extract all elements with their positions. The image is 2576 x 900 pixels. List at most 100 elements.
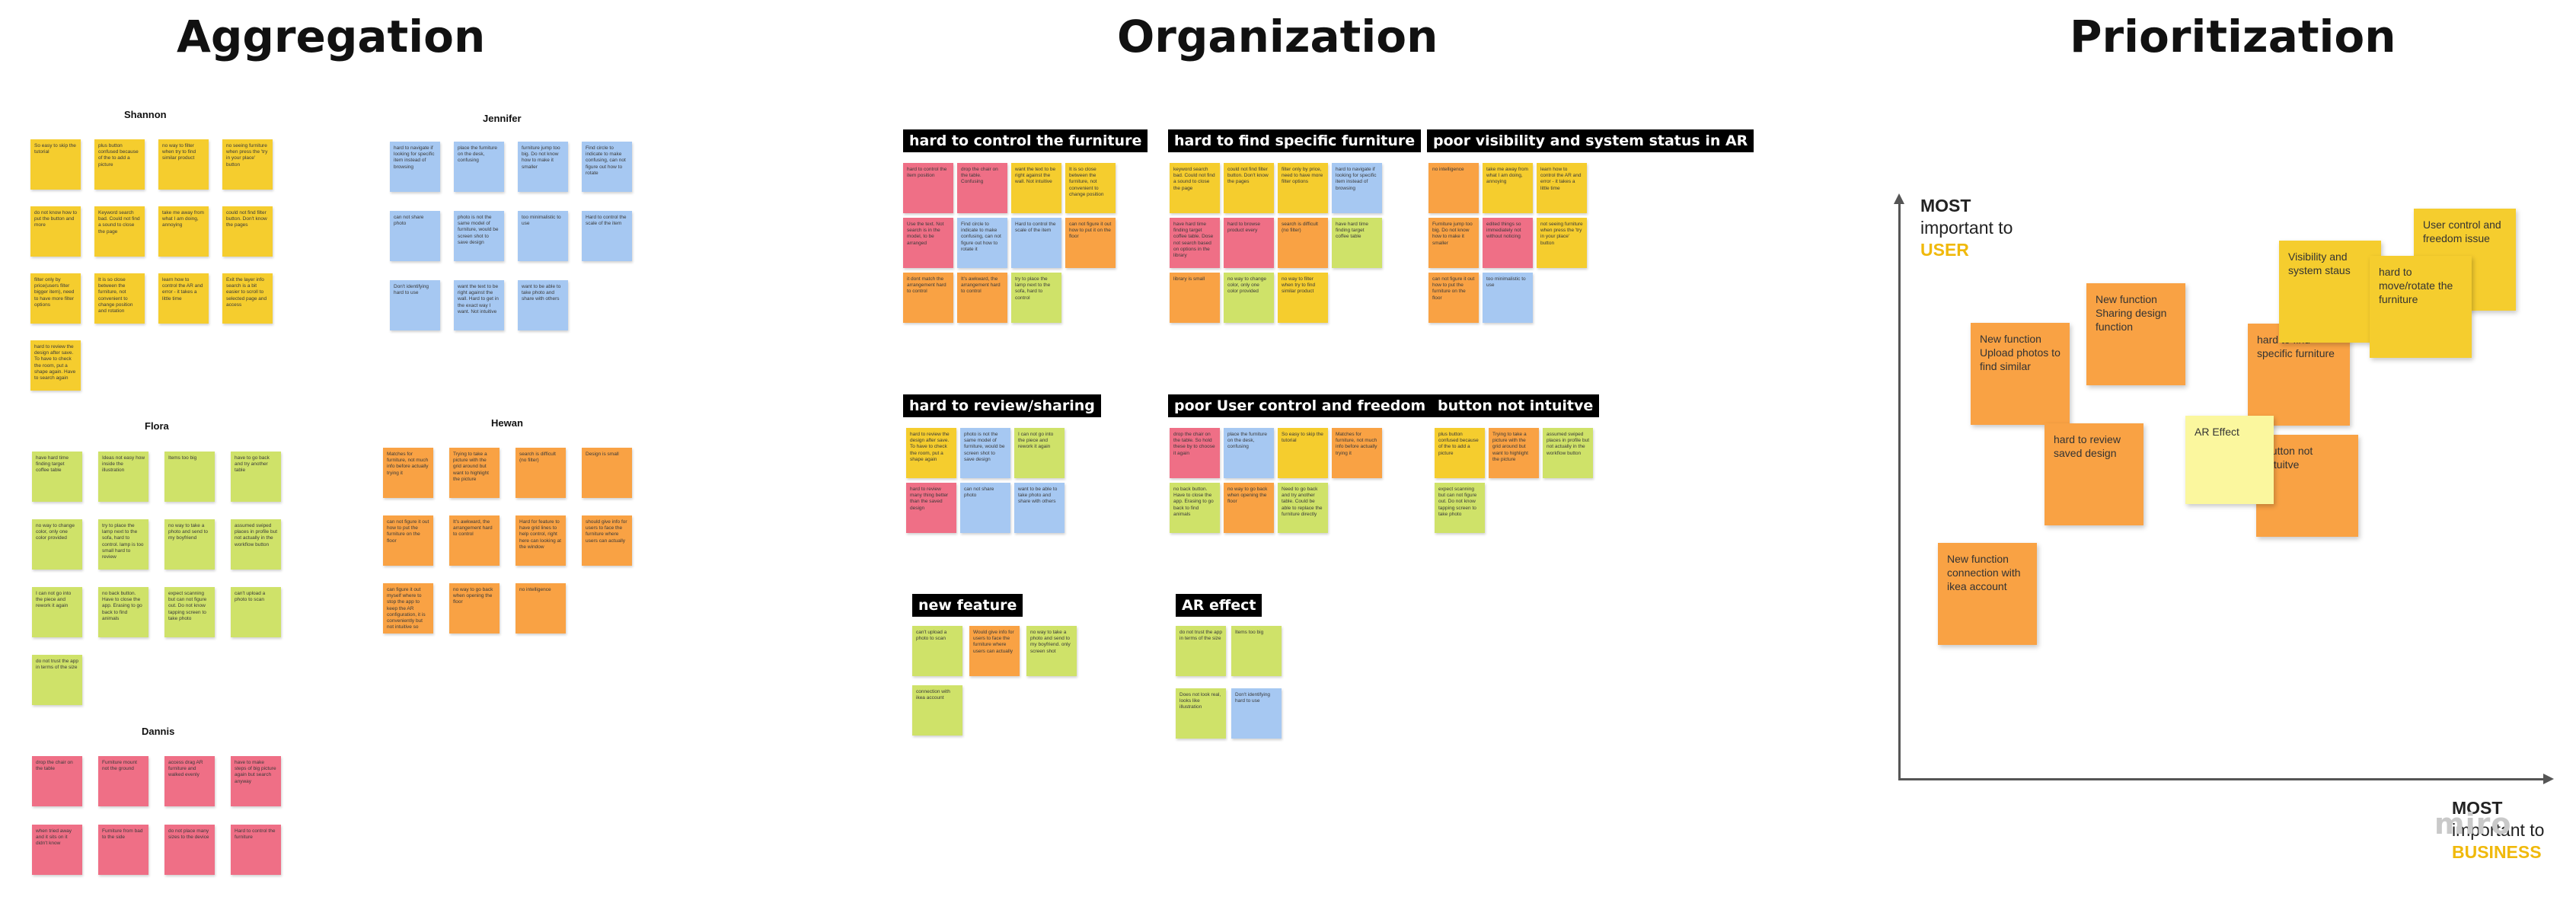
sticky-note-dannis[interactable]: Hard to control the furniture — [231, 825, 281, 875]
sticky-note-jennifer[interactable]: furniture jump too big. Do not know how … — [518, 142, 568, 192]
sticky-note-jennifer[interactable]: Don't identifying hard to use — [390, 280, 440, 330]
sticky-note-shannon[interactable]: hard to review the design after save. To… — [30, 340, 81, 391]
category-note-poor-user-control-and-freedom[interactable]: Need to go back and try another table. C… — [1278, 483, 1328, 533]
category-note-poor-visibility-and-system-status-in-ar[interactable]: take me away from what I am doing, annoy… — [1483, 163, 1533, 213]
sticky-note-dannis[interactable]: access drag AR furniture and walked even… — [164, 756, 215, 806]
category-note-poor-user-control-and-freedom[interactable]: no way to go back when opening the floor — [1224, 483, 1274, 533]
category-note-poor-visibility-and-system-status-in-ar[interactable]: not seeing furniture when press the 'try… — [1537, 218, 1587, 268]
sticky-note-shannon[interactable]: filter only by price(users filter bigger… — [30, 273, 81, 324]
category-note-hard-to-control-the-furniture[interactable]: want the text to be right against the wa… — [1011, 163, 1061, 213]
category-note-button-not-intuitve[interactable]: assumed swiped places in profile but not… — [1543, 428, 1593, 478]
sticky-note-dannis[interactable]: do not place many sizes to the device — [164, 825, 215, 875]
category-note-poor-visibility-and-system-status-in-ar[interactable]: can not figure it out how to put the fur… — [1428, 273, 1479, 323]
category-note-poor-visibility-and-system-status-in-ar[interactable]: no intelligence — [1428, 163, 1479, 213]
category-note-hard-to-review-sharing[interactable]: want to be able to take photo and share … — [1014, 483, 1065, 533]
category-note-poor-user-control-and-freedom[interactable]: So easy to skip the tutorial — [1278, 428, 1328, 478]
sticky-note-shannon[interactable]: do not know how to put the button and mo… — [30, 206, 81, 257]
sticky-note-jennifer[interactable]: place the furniture on the desk, confusi… — [454, 142, 504, 192]
sticky-note-dannis[interactable]: Furniture from bad to the side — [98, 825, 148, 875]
category-note-ar-effect[interactable]: Don't identifying hard to use — [1231, 688, 1282, 739]
category-note-hard-to-find-specific-furniture[interactable]: search is difficult (no filter) — [1278, 218, 1328, 268]
sticky-note-flora[interactable]: no way to take a photo and send to my bo… — [164, 519, 215, 570]
category-note-new-feature[interactable]: can't upload a photo to scan — [912, 626, 962, 676]
category-note-hard-to-control-the-furniture[interactable]: it dont match the arrangement hard to co… — [903, 273, 953, 323]
category-note-hard-to-control-the-furniture[interactable]: try to place the lamp next to the sofa, … — [1011, 273, 1061, 323]
sticky-note-flora[interactable]: do not trust the app in terms of the siz… — [32, 655, 82, 705]
sticky-note-shannon[interactable]: It is so close between the furniture, no… — [94, 273, 145, 324]
sticky-note-hewan[interactable]: It's awkward, the arrangement hard to co… — [449, 515, 500, 566]
category-note-hard-to-control-the-furniture[interactable]: Use the text. Not search is in the model… — [903, 218, 953, 268]
sticky-note-flora[interactable]: have hard time finding target coffee tab… — [32, 452, 82, 502]
category-note-hard-to-control-the-furniture[interactable]: Find circle to indicate to make confusin… — [957, 218, 1007, 268]
sticky-note-jennifer[interactable]: photo is not the same model of furniture… — [454, 211, 504, 261]
category-note-hard-to-find-specific-furniture[interactable]: could not find filter button. Don't know… — [1224, 163, 1274, 213]
sticky-note-shannon[interactable]: Exit the layer info search is a bit easi… — [222, 273, 273, 324]
sticky-note-dannis[interactable]: drop the chair on the table — [32, 756, 82, 806]
category-note-hard-to-control-the-furniture[interactable]: can not figure it out how to put it on t… — [1065, 218, 1116, 268]
category-note-button-not-intuitve[interactable]: expect scanning but can not figure out. … — [1435, 483, 1485, 533]
category-note-hard-to-control-the-furniture[interactable]: It's awkward, the arrangement hard to co… — [957, 273, 1007, 323]
category-note-button-not-intuitve[interactable]: plus button confused because of the to a… — [1435, 428, 1485, 478]
sticky-note-flora[interactable]: try to place the lamp next to the sofa, … — [98, 519, 148, 570]
category-note-hard-to-find-specific-furniture[interactable]: have hard time finding target coffee tab… — [1170, 218, 1220, 268]
sticky-note-shannon[interactable]: plus button confused because of the to a… — [94, 139, 145, 190]
sticky-note-jennifer[interactable]: too minimalistic to use — [518, 211, 568, 261]
sticky-note-hewan[interactable]: search is difficult (no filter) — [516, 448, 566, 498]
category-note-poor-visibility-and-system-status-in-ar[interactable]: learn how to control the AR and error - … — [1537, 163, 1587, 213]
sticky-note-shannon[interactable]: no seeing furniture when press the 'try … — [222, 139, 273, 190]
category-note-new-feature[interactable]: no way to take a photo and send to my bo… — [1026, 626, 1077, 676]
sticky-note-jennifer[interactable]: hard to navigate if looking for specific… — [390, 142, 440, 192]
sticky-note-shannon[interactable]: take me away from what I am doing, annoy… — [158, 206, 209, 257]
category-note-button-not-intuitve[interactable]: Trying to take a picture with the grid a… — [1489, 428, 1539, 478]
category-note-ar-effect[interactable]: Items too big — [1231, 626, 1282, 676]
sticky-note-flora[interactable]: Items too big — [164, 452, 215, 502]
sticky-note-shannon[interactable]: learn how to control the AR and error - … — [158, 273, 209, 324]
category-note-poor-visibility-and-system-status-in-ar[interactable]: edited things so immediately not without… — [1483, 218, 1533, 268]
category-note-new-feature[interactable]: Would give info for users to face the fu… — [969, 626, 1020, 676]
category-note-ar-effect[interactable]: Does not look real, looks like illustrat… — [1176, 688, 1226, 739]
sticky-note-jennifer[interactable]: Find circle to indicate to make confusin… — [582, 142, 632, 192]
sticky-note-hewan[interactable]: Hard for feature to have grid lines to h… — [516, 515, 566, 566]
sticky-note-flora[interactable]: Ideas not easy how inside the illustrati… — [98, 452, 148, 502]
category-note-poor-user-control-and-freedom[interactable]: no back button. Have to close the app. E… — [1170, 483, 1220, 533]
category-note-hard-to-find-specific-furniture[interactable]: keyword search bad. Could not find a sou… — [1170, 163, 1220, 213]
category-note-hard-to-control-the-furniture[interactable]: hard to control the item position — [903, 163, 953, 213]
category-note-hard-to-find-specific-furniture[interactable]: no way to change color, only one color p… — [1224, 273, 1274, 323]
category-note-hard-to-find-specific-furniture[interactable]: no way to filter when try to find simila… — [1278, 273, 1328, 323]
category-note-hard-to-review-sharing[interactable]: I can not go into the piece and rework i… — [1014, 428, 1065, 478]
sticky-note-flora[interactable]: expect scanning but can not figure out. … — [164, 587, 215, 637]
sticky-note-jennifer[interactable]: Hard to control the scale of the item — [582, 211, 632, 261]
sticky-note-shannon[interactable]: So easy to skip the tutorial — [30, 139, 81, 190]
category-note-hard-to-control-the-furniture[interactable]: It is so close between the furniture, no… — [1065, 163, 1116, 213]
sticky-note-hewan[interactable]: no intelligence — [516, 583, 566, 634]
priority-note-ikea-account[interactable]: New function connection with ikea accoun… — [1938, 543, 2037, 645]
category-note-poor-user-control-and-freedom[interactable]: Matches for furniture, not much info bef… — [1332, 428, 1382, 478]
priority-note-visibility[interactable]: Visibility and system staus — [2279, 241, 2381, 343]
sticky-note-flora[interactable]: I can not go into the piece and rework i… — [32, 587, 82, 637]
sticky-note-jennifer[interactable]: can not share photo — [390, 211, 440, 261]
category-note-hard-to-review-sharing[interactable]: can not share photo — [960, 483, 1010, 533]
category-note-hard-to-find-specific-furniture[interactable]: have hard time finding target coffee tab… — [1332, 218, 1382, 268]
sticky-note-flora[interactable]: assumed swiped places in profile but not… — [231, 519, 281, 570]
sticky-note-flora[interactable]: no back button. Have to close the app. E… — [98, 587, 148, 637]
sticky-note-flora[interactable]: can't upload a photo to scan — [231, 587, 281, 637]
sticky-note-jennifer[interactable]: want to be able to take photo and share … — [518, 280, 568, 330]
category-note-hard-to-review-sharing[interactable]: hard to review many thing better than th… — [906, 483, 956, 533]
category-note-poor-visibility-and-system-status-in-ar[interactable]: too minimalistic to use — [1483, 273, 1533, 323]
priority-note-move-rotate[interactable]: hard to move/rotate the furniture — [2370, 256, 2472, 358]
category-note-poor-visibility-and-system-status-in-ar[interactable]: Furniture jump too big. Do not know how … — [1428, 218, 1479, 268]
category-note-hard-to-find-specific-furniture[interactable]: library is small — [1170, 273, 1220, 323]
sticky-note-hewan[interactable]: can figure it out myself where to stop t… — [383, 583, 433, 634]
sticky-note-dannis[interactable]: have to make steps of big picture again … — [231, 756, 281, 806]
category-note-hard-to-find-specific-furniture[interactable]: hard to browse product every — [1224, 218, 1274, 268]
sticky-note-flora[interactable]: have to go back and try another table — [231, 452, 281, 502]
category-note-hard-to-review-sharing[interactable]: photo is not the same model of furniture… — [960, 428, 1010, 478]
sticky-note-dannis[interactable]: when tried away and it sits on it didn't… — [32, 825, 82, 875]
sticky-note-flora[interactable]: no way to change color, only one color p… — [32, 519, 82, 570]
category-note-hard-to-control-the-furniture[interactable]: drop the chair on the table. Confusing — [957, 163, 1007, 213]
sticky-note-shannon[interactable]: could not find filter button. Don't know… — [222, 206, 273, 257]
sticky-note-jennifer[interactable]: want the text to be right against the wa… — [454, 280, 504, 330]
priority-note-sharing-design[interactable]: New function Sharing design function — [2086, 283, 2185, 385]
category-note-new-feature[interactable]: connection with ikea account — [912, 685, 962, 736]
sticky-note-hewan[interactable]: should give info for users to face the f… — [582, 515, 632, 566]
